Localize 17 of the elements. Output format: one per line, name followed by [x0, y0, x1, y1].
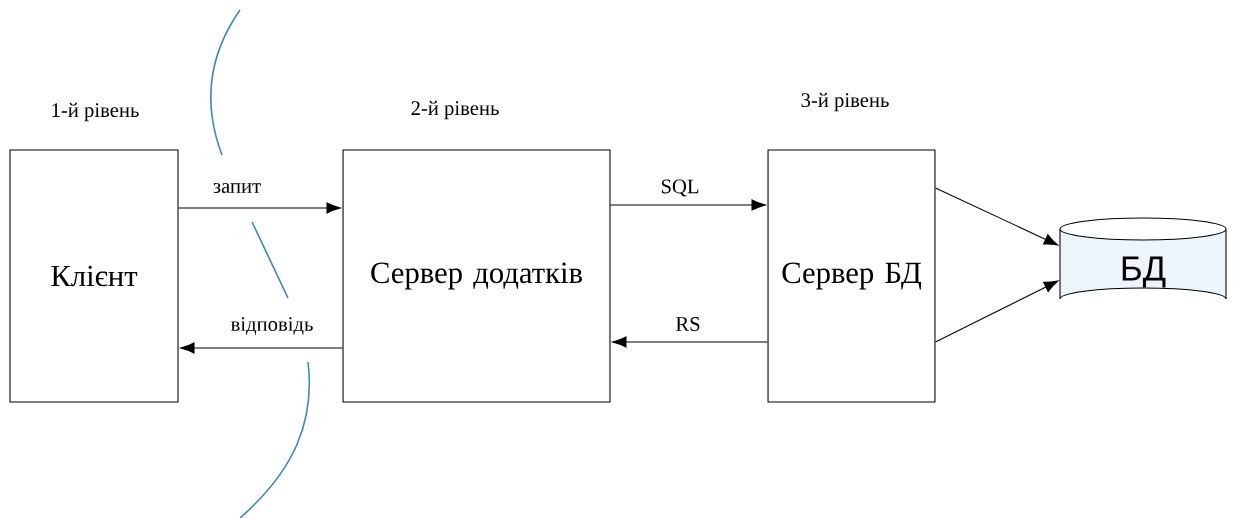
arrow [178, 202, 341, 214]
process-box: Сервер додатків [342, 149, 611, 403]
arrow [180, 342, 344, 354]
level-heading: 1-й рівень [52, 102, 139, 122]
level-heading: 2-й рівень [411, 100, 499, 120]
process-box: Сервер БД [767, 149, 936, 403]
arrow [934, 280, 1059, 343]
level-heading: 3-й рівень [801, 92, 889, 112]
edge-label: запит [211, 181, 263, 195]
edge-label: відповідь [229, 315, 315, 337]
database-cylinder: БД [1059, 217, 1227, 300]
edge-label: SQL [659, 178, 701, 198]
edge-label: RS [674, 315, 702, 333]
arrow [612, 336, 769, 348]
arrow [609, 199, 766, 211]
arrow [934, 187, 1059, 246]
process-box: Клієнт [9, 149, 179, 403]
